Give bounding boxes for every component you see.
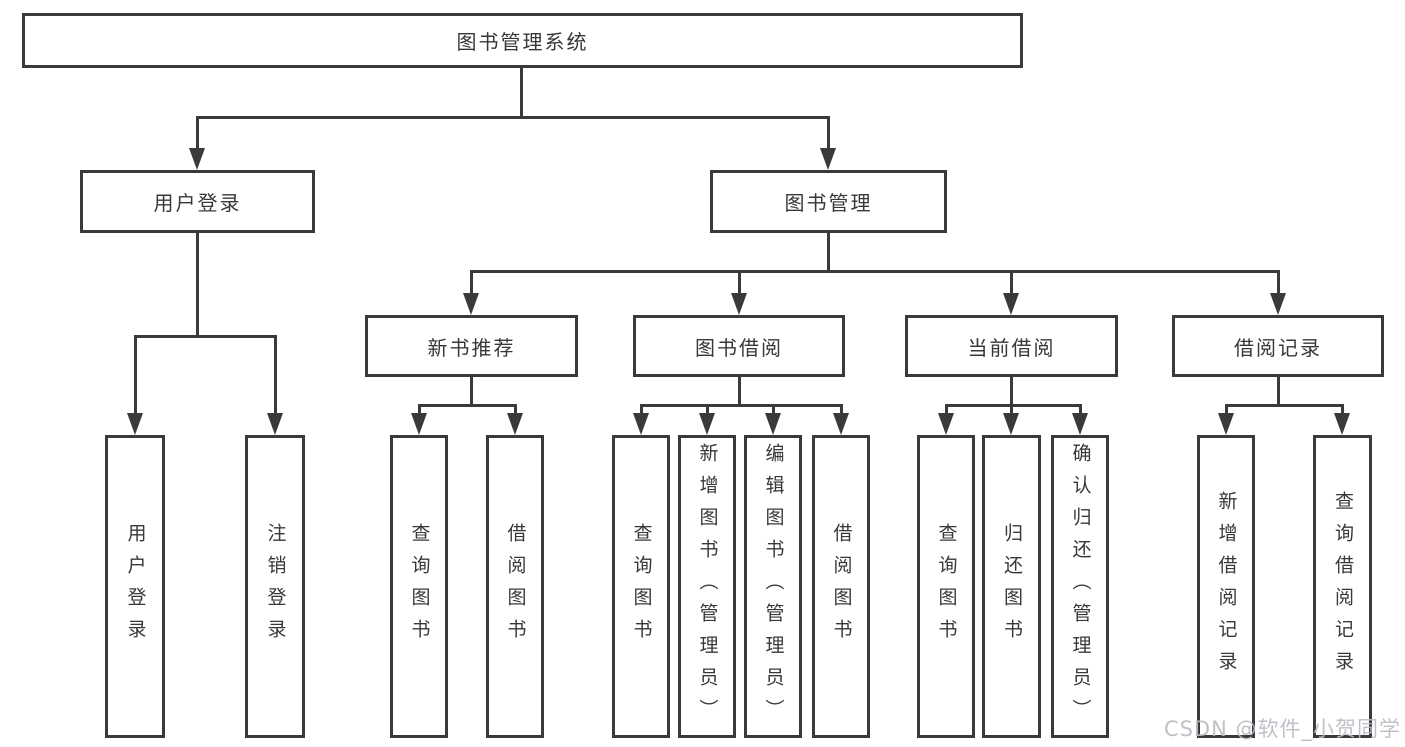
- connector-userlogin-stem: [195, 233, 199, 337]
- connector-drop: [639, 404, 643, 415]
- arrowhead-leaf: [1003, 413, 1019, 435]
- connector-userlogin-branch: [133, 335, 277, 338]
- node-book-borrowing: 图书借阅: [633, 315, 845, 377]
- connector-drop-records: [1276, 270, 1280, 296]
- leaf-borrowing-borrow-books: 借阅图书: [812, 435, 870, 738]
- connector-drop-user-login: [195, 116, 199, 152]
- leaf-records-query-record: 查询借阅记录: [1313, 435, 1372, 738]
- connector-drop: [513, 404, 517, 415]
- leaf-current-return-books: 归还图书: [982, 435, 1041, 738]
- connector-recommend-stem: [469, 377, 473, 407]
- arrowhead-leaf: [833, 413, 849, 435]
- connector-current-branch: [944, 404, 1082, 407]
- leaf-borrowing-query-books: 查询图书: [612, 435, 670, 738]
- connector-drop-borrowing: [737, 270, 741, 296]
- node-book-management: 图书管理: [710, 170, 947, 233]
- arrowhead-leaf: [699, 413, 715, 435]
- node-user-login: 用户登录: [80, 170, 315, 233]
- leaf-current-confirm-return-admin: 确认归还（管理员）: [1051, 435, 1109, 738]
- connector-drop: [705, 404, 709, 415]
- connector-drop: [839, 404, 843, 415]
- connector-root-stem: [519, 68, 523, 119]
- node-new-book-recommend: 新书推荐: [365, 315, 578, 377]
- connector-drop: [1224, 404, 1228, 415]
- connector-drop: [1078, 404, 1082, 415]
- leaf-borrowing-add-books-admin: 新增图书（管理员）: [678, 435, 736, 738]
- arrowhead-borrowing: [731, 293, 747, 315]
- arrowhead-leaf: [765, 413, 781, 435]
- connector-borrowing-stem: [737, 377, 741, 407]
- connector-current-stem: [1009, 377, 1013, 407]
- arrowhead-leaf: [938, 413, 954, 435]
- arrowhead-user-login: [189, 148, 205, 170]
- connector-bookmgmt-branch: [469, 270, 1280, 273]
- node-borrowing-records: 借阅记录: [1172, 315, 1384, 377]
- arrowhead-book-management: [820, 148, 836, 170]
- connector-drop-recommend: [469, 270, 473, 296]
- connector-recommend-branch: [417, 404, 517, 407]
- connector-records-stem: [1276, 377, 1280, 407]
- leaf-records-add-record: 新增借阅记录: [1197, 435, 1255, 738]
- arrowhead-leaf: [633, 413, 649, 435]
- node-root-system: 图书管理系统: [22, 13, 1023, 68]
- leaf-recommend-query-books: 查询图书: [390, 435, 448, 738]
- arrowhead-recommend: [463, 293, 479, 315]
- connector-drop: [1340, 404, 1344, 415]
- connector-drop: [1009, 404, 1013, 415]
- leaf-current-query-books: 查询图书: [917, 435, 975, 738]
- connector-drop-book-management: [826, 116, 830, 152]
- connector-drop: [417, 404, 421, 415]
- connector-root-branch: [195, 116, 830, 119]
- arrowhead-leaf: [411, 413, 427, 435]
- leaf-logout: 注销登录: [245, 435, 305, 738]
- csdn-watermark: CSDN @软件_小贺同学: [1163, 717, 1401, 741]
- arrowhead-records: [1270, 293, 1286, 315]
- node-current-borrowing: 当前借阅: [905, 315, 1118, 377]
- arrowhead-leaf: [1072, 413, 1088, 435]
- leaf-user-login: 用户登录: [105, 435, 165, 738]
- arrowhead-current: [1003, 293, 1019, 315]
- connector-borrowing-branch: [639, 404, 843, 407]
- arrowhead-leaf: [1334, 413, 1350, 435]
- connector-drop-leaf-logout: [273, 335, 277, 415]
- arrowhead-leaf: [507, 413, 523, 435]
- arrowhead-leaf-logout: [267, 413, 283, 435]
- arrowhead-leaf: [1218, 413, 1234, 435]
- connector-bookmgmt-stem: [826, 233, 830, 273]
- connector-drop: [771, 404, 775, 415]
- connector-records-branch: [1224, 404, 1344, 407]
- connector-drop-leaf-user-login: [133, 335, 137, 415]
- connector-drop-current: [1009, 270, 1013, 296]
- arrowhead-leaf-user-login: [127, 413, 143, 435]
- connector-drop: [944, 404, 948, 415]
- leaf-recommend-borrow-books: 借阅图书: [486, 435, 544, 738]
- leaf-borrowing-edit-books-admin: 编辑图书（管理员）: [744, 435, 802, 738]
